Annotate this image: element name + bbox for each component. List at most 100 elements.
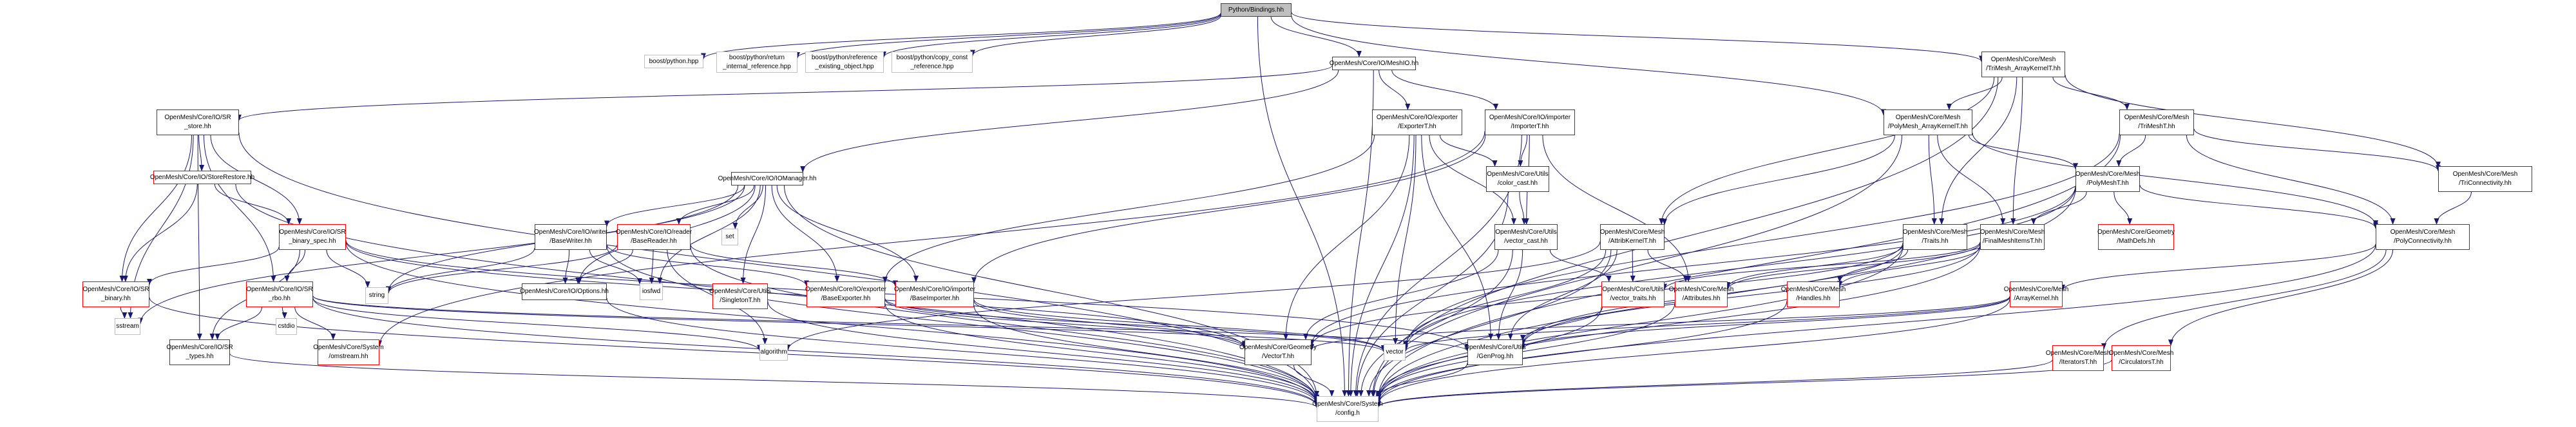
edge-importer-to-color-cast [1518,135,1528,167]
edge-polymesh-ak-to-polyconn [1972,132,2378,227]
edge-iomanager-to-set [732,185,763,229]
edge-trimesh-ak-to-traits [1939,77,2018,225]
edge-bindings-to-meshio [1270,16,1362,57]
graph-node-sr-binary-spec[interactable]: OpenMesh/Core/IO/SR _binary_spec.hh [279,224,346,250]
graph-node-polyconn[interactable]: OpenMesh/Core/Mesh /PolyConnectivity.hh [2376,224,2470,250]
edge-basereader-to-string [386,244,618,294]
graph-node-boost-rir[interactable]: boost/python/return _internal_reference.… [716,52,797,73]
graph-node-baseexporter[interactable]: OpenMesh/Core/IO/exporter /BaseExporter.… [805,281,886,307]
graph-node-genprog[interactable]: OpenMesh/Core/Utils /GenProg.hh [1464,339,1526,365]
edge-sr-store-to-sr-rbo [204,135,276,282]
edge-vector-cast-to-vector-traits [1549,249,1612,282]
edge-bindings-to-config [1257,16,1348,397]
graph-node-basewriter[interactable]: OpenMesh/Core/IO/writer /BaseWriter.hh [534,224,607,250]
edge-bindings-to-polymesh-ak [1291,15,1886,116]
graph-node-iosfwd[interactable]: iosfwd [640,283,663,300]
edge-options-to-config [606,298,1319,405]
graph-node-omstream[interactable]: OpenMesh/Core/System /omstream.hh [313,339,384,365]
edge-sr-store-to-storerestore [198,135,205,171]
edge-arraykernel-to-genprog [1520,297,2010,350]
graph-node-options[interactable]: OpenMesh/Core/IO/Options.hh [520,283,609,300]
edge-color-cast-to-vector-cast [1519,191,1527,225]
edge-attribkernel-to-attributes [1647,249,1688,282]
graph-node-meshio[interactable]: OpenMesh/Core/IO/MeshIO.hh [1330,57,1418,70]
graph-node-vector[interactable]: vector [1384,344,1406,361]
graph-node-bindings[interactable]: Python/Bindings.hh [1221,3,1292,17]
graph-node-storerestore[interactable]: OpenMesh/Core/IO/StoreRestore.hh [150,171,254,184]
edge-sr-rbo-to-cstdio [281,307,287,319]
edge-trimesht-to-polymesht [2116,135,2146,167]
edge-bindings-to-boost-reo [881,14,1221,58]
edge-sr-rbo-to-config [312,298,1319,406]
edge-handles-to-config [1376,301,1788,403]
graph-node-boost-ccr[interactable]: boost/python/copy_const _reference.hpp [892,52,973,73]
edge-meshio-to-iomanager [800,70,1339,173]
graph-node-circulatorst[interactable]: OpenMesh/Core/Mesh /CirculatorsT.hh [2109,345,2173,371]
edge-trimesh-ak-to-finalmeshitems [2010,77,2023,225]
edge-layer [119,12,2472,408]
graph-node-sr-store[interactable]: OpenMesh/Core/IO/SR _store.hh [157,109,239,135]
edge-sr-binary-spec-to-vectort [345,241,1247,349]
graph-node-vector-cast[interactable]: OpenMesh/Core/Utils /vector_cast.hh [1494,224,1558,250]
edge-finalmeshitems-to-handles [1837,246,1981,288]
graph-node-algorithm[interactable]: algorithm [759,344,788,361]
graph-node-trimesht[interactable]: OpenMesh/Core/Mesh /TriMeshT.hh [2119,109,2194,135]
edge-exporter-to-vectort [1283,135,1410,340]
graph-node-sr-types[interactable]: OpenMesh/Core/IO/SR _types.hh [166,339,233,365]
edge-vectort-to-config [1293,365,1335,397]
edge-meshio-to-sr-store [236,65,1333,121]
edge-iomanager-to-baseexporter [771,185,840,282]
graph-node-arraykernel[interactable]: OpenMesh/Core/Mesh /ArrayKernel.hh [2004,281,2068,307]
edge-basereader-to-iosfwd [649,249,654,284]
graph-node-finalmeshitems[interactable]: OpenMesh/Core/Mesh /FinalMeshItemsT.hh [1980,224,2045,250]
graph-node-iteratorst[interactable]: OpenMesh/Core/Mesh /IteratorsT.hh [2046,345,2110,371]
graph-node-set[interactable]: set [721,229,738,245]
graph-node-vectort[interactable]: OpenMesh/Core/Geometry /VectorT.hh [1239,339,1317,365]
graph-node-handles[interactable]: OpenMesh/Core/Mesh /Handles.hh [1781,281,1846,307]
graph-node-boost-reo[interactable]: boost/python/reference _existing_object.… [805,52,884,73]
graph-node-config[interactable]: OpenMesh/Core/System /config.h [1312,396,1383,422]
graph-node-triconn[interactable]: OpenMesh/Core/Mesh /TriConnectivity.hh [2438,166,2532,192]
edge-polymesh-ak-to-attribkernel [1662,135,1895,225]
edge-circulatorst-to-config [1376,359,2112,408]
edge-basereader-to-options [575,249,633,284]
edge-sr-rbo-to-vector [312,296,1386,353]
graph-node-attributes[interactable]: OpenMesh/Core/Mesh /Attributes.hh [1669,281,1733,307]
graph-node-iomanager[interactable]: OpenMesh/Core/IO/IOManager.hh [718,172,816,185]
graph-node-sr-rbo[interactable]: OpenMesh/Core/IO/SR _rbo.hh [246,281,313,307]
edge-basereader-to-baseimporter [690,244,898,287]
graph-node-sstream[interactable]: sstream [115,318,140,335]
edge-polymesht-to-finalmeshitems [2030,191,2087,225]
graph-node-traits[interactable]: OpenMesh/Core/Mesh /Traits.hh [1903,224,1967,250]
graph-node-importer[interactable]: OpenMesh/Core/IO/importer /ImporterT.hh [1485,109,1575,135]
graph-node-baseimporter[interactable]: OpenMesh/Core/IO/importer /BaseImporter.… [894,281,975,307]
graph-node-polymesh-ak[interactable]: OpenMesh/Core/Mesh /PolyMesh_ArrayKernel… [1884,109,1972,135]
graph-node-boost-python[interactable]: boost/python.hpp [644,55,703,68]
graph-node-exporter[interactable]: OpenMesh/Core/IO/exporter /ExporterT.hh [1372,109,1462,135]
graph-node-attribkernel[interactable]: OpenMesh/Core/Mesh /AttribKernelT.hh [1600,224,1665,250]
graph-node-mathdefs[interactable]: OpenMesh/Core/Geometry /MathDefs.hh [2097,224,2175,250]
edge-exporter-to-vector [1393,135,1417,345]
edge-bindings-to-trimesh-ak [1291,12,1984,62]
edge-sr-rbo-to-sr-types [215,307,262,340]
edge-polymesh-ak-to-polymesht [1968,135,2078,170]
graph-node-basereader[interactable]: OpenMesh/Core/IO/reader /BaseReader.hh [616,224,692,250]
graph-node-sr-binary[interactable]: OpenMesh/Core/IO/SR _binary.hh [82,281,149,307]
edge-attributes-to-config [1376,303,1675,400]
edge-baseimporter-to-vectort [973,301,1247,348]
edge-genprog-to-config [1376,363,1468,398]
graph-node-singleton[interactable]: OpenMesh/Core/Utils /SingletonT.hh [709,283,771,309]
graph-node-color-cast[interactable]: OpenMesh/Core/Utils /color_cast.hh [1486,166,1549,192]
graph-node-trimesh-ak[interactable]: OpenMesh/Core/Mesh /TriMesh_ArrayKernelT… [1981,52,2065,77]
edge-basewriter-to-options [562,249,570,284]
edge-sr-binary-spec-to-sr-rbo [284,249,306,282]
edge-polymesht-to-vectort [1309,185,2076,346]
graph-node-string[interactable]: string [365,287,388,304]
edge-attribkernel-to-genprog [1507,249,1617,340]
edge-sr-store-to-sr-binary [119,135,192,282]
graph-node-polymesht[interactable]: OpenMesh/Core/Mesh /PolyMeshT.hh [2075,166,2140,192]
edge-arraykernel-to-vectort [1309,296,2010,351]
graph-node-cstdio[interactable]: cstdio [276,318,297,335]
graph-node-vector-traits[interactable]: OpenMesh/Core/Utils /vector_traits.hh [1601,281,1665,307]
